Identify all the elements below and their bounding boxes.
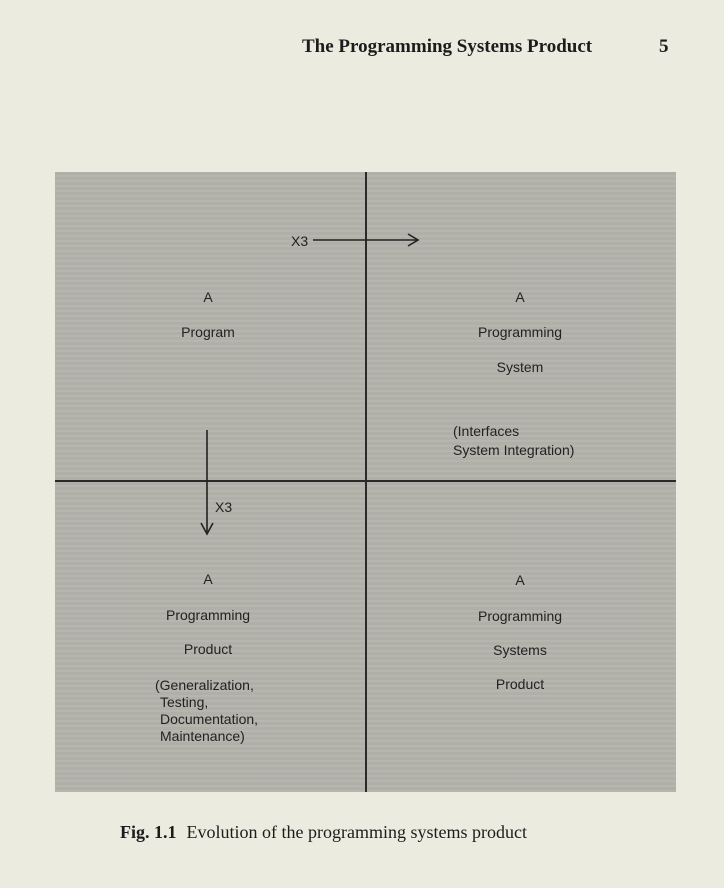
figure-caption-label: Fig. 1.1 — [120, 822, 177, 842]
horizontal-divider — [55, 480, 676, 482]
down-arrow-head — [200, 522, 214, 536]
bottom-left-note-line1: (Generalization, — [155, 677, 254, 693]
bottom-right-title-line3: Product — [495, 676, 545, 692]
bottom-left-note-line3: Documentation, — [160, 711, 259, 727]
bottom-right-article: A — [515, 572, 525, 588]
figure-caption: Fig. 1.1 Evolution of the programming sys… — [120, 822, 527, 843]
bottom-right-title-line2: Systems — [493, 642, 547, 658]
vertical-divider — [365, 172, 367, 792]
bottom-left-article: A — [203, 571, 213, 587]
evolution-diagram: X3 X3 A Program A Programming System (In… — [55, 172, 676, 792]
top-right-note-line2: System Integration) — [453, 442, 575, 458]
page-number: 5 — [659, 36, 669, 57]
down-arrow-label: X3 — [215, 499, 233, 515]
bottom-right-title-line1: Programming — [477, 608, 563, 624]
top-right-note-line1: (Interfaces — [453, 423, 520, 439]
diagram-arrows — [200, 233, 420, 536]
top-right-title-line1: Programming — [477, 324, 563, 340]
top-right-article: A — [515, 289, 525, 305]
bottom-left-note-line2: Testing, — [160, 694, 209, 710]
bottom-left-title-line1: Programming — [165, 607, 251, 623]
figure-caption-text: Evolution of the programming systems pro… — [186, 822, 527, 842]
bottom-left-note-line4: Maintenance) — [160, 728, 245, 744]
top-left-article: A — [203, 289, 213, 305]
top-right-title-line2: System — [496, 359, 544, 375]
bottom-left-title-line2: Product — [183, 641, 233, 657]
right-arrow-head — [407, 233, 420, 247]
right-arrow-label: X3 — [291, 233, 309, 249]
running-head-title: The Programming Systems Product — [302, 36, 593, 57]
top-left-title: Program — [181, 324, 235, 340]
